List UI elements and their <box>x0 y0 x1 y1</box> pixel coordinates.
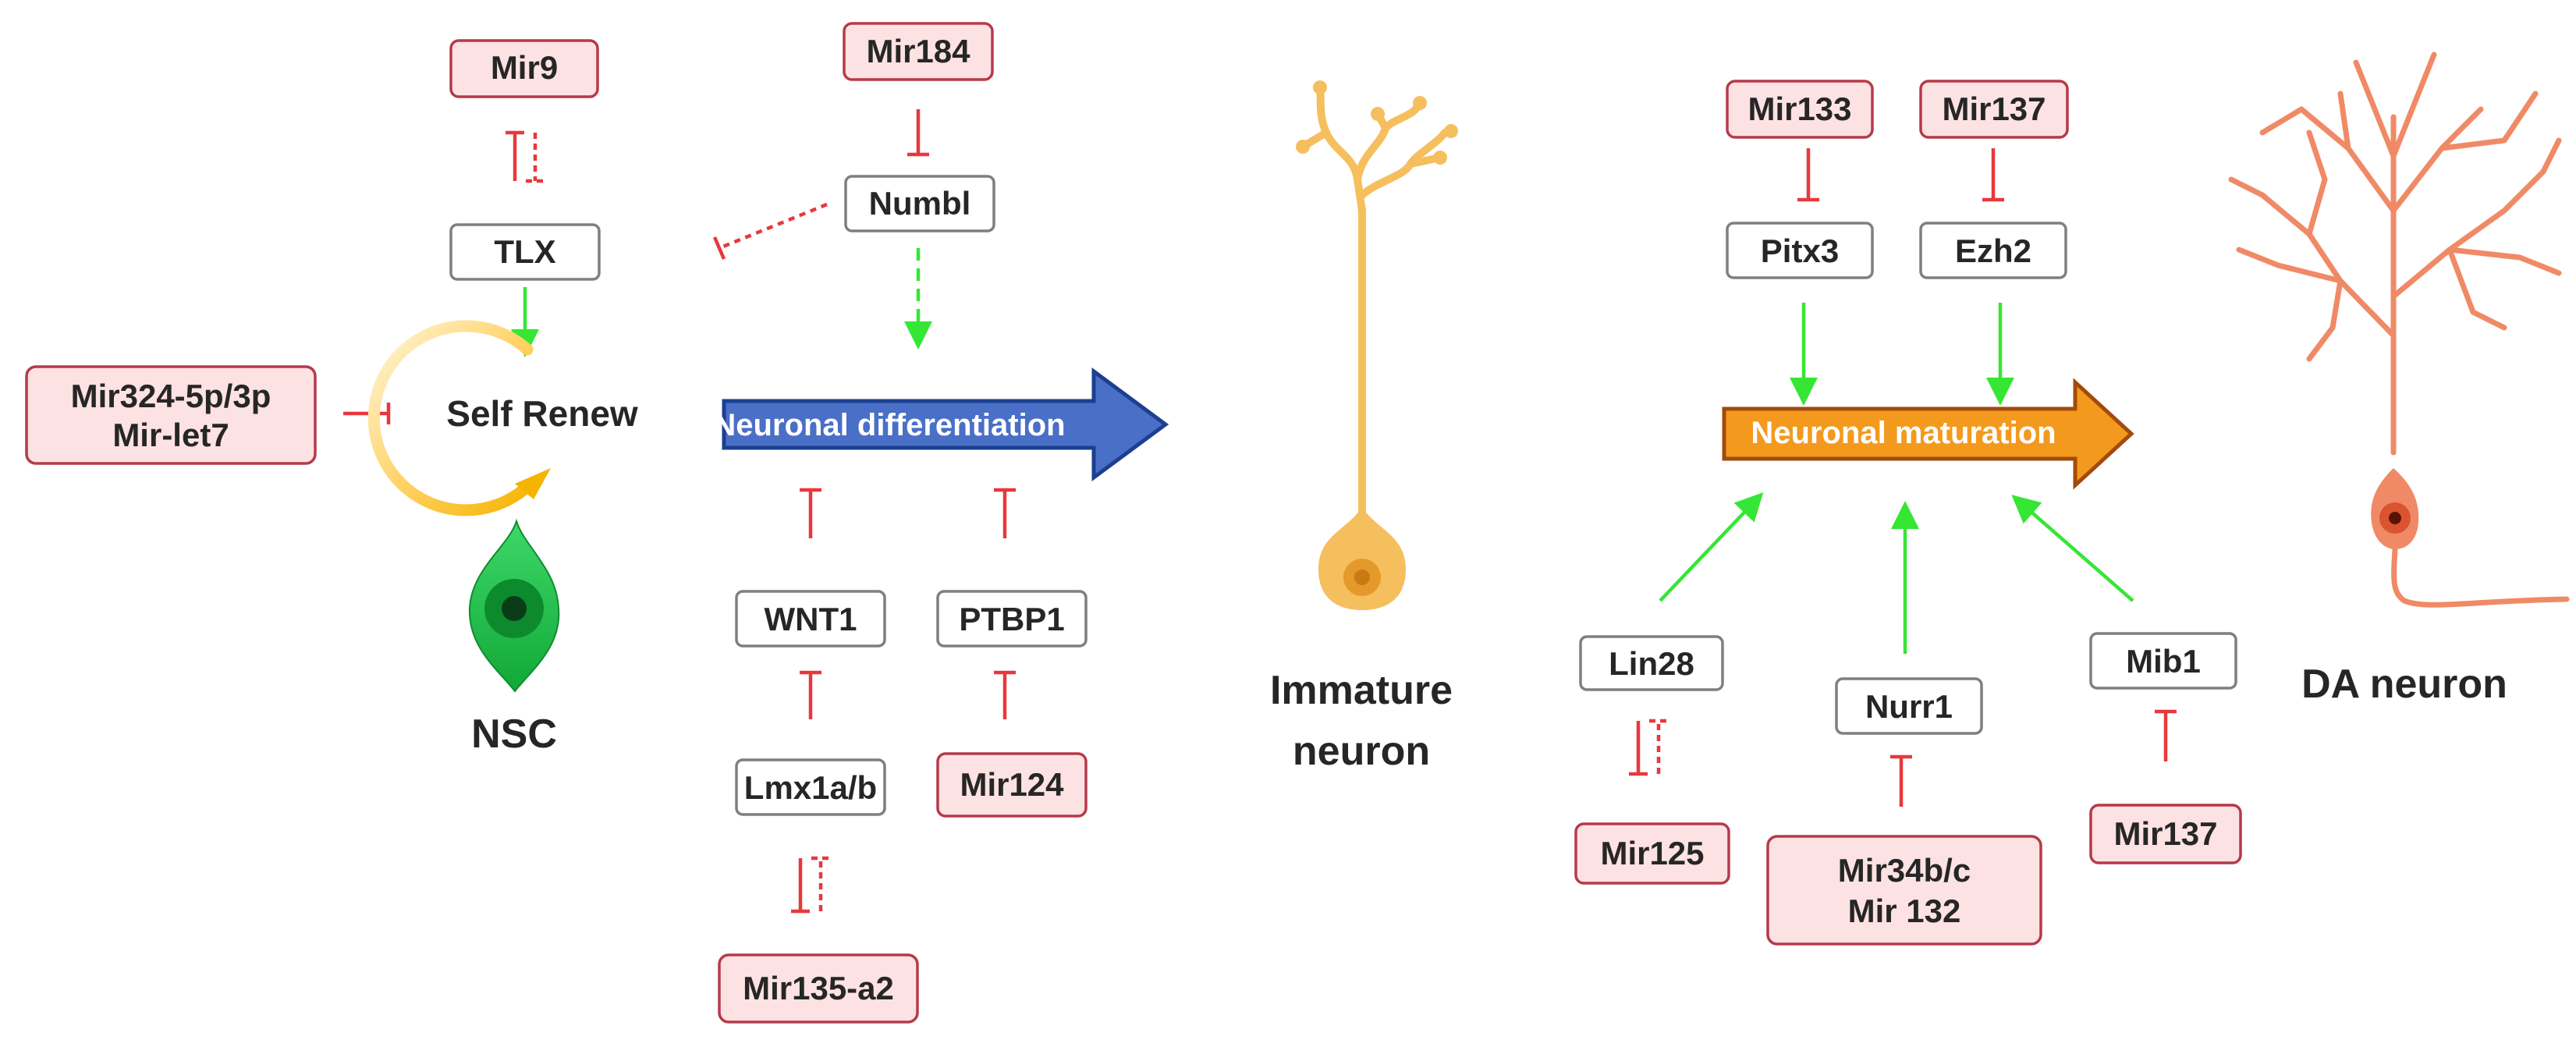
lmx1-box: Lmx1a/b <box>735 758 886 816</box>
mir125-box: Mir125 <box>1574 822 1730 885</box>
self-renew-arrowhead <box>515 468 551 499</box>
immature-neuron-cell: Immature neuron <box>1270 80 1458 774</box>
activation-edges <box>511 248 2134 654</box>
mib1-box: Mib1 <box>2089 632 2237 690</box>
activate-mib1-maturation <box>2011 495 2134 602</box>
nurr1-box: Nurr1 <box>1835 677 1983 735</box>
self-renew-label: Self Renew <box>446 393 638 434</box>
nurr1-label: Nurr1 <box>1865 688 1953 725</box>
inhibit-wnt1-differentiation <box>800 488 821 538</box>
inhibit-mir324-selfrenew <box>343 403 391 424</box>
lin28-box: Lin28 <box>1579 635 1724 691</box>
mir133-label: Mir133 <box>1747 91 1851 127</box>
ezh2-box: Ezh2 <box>1919 222 2067 279</box>
ezh2-label: Ezh2 <box>1955 232 2031 269</box>
mir9-box: Mir9 <box>449 39 599 98</box>
inhibit-ptbp1-differentiation <box>994 488 1016 538</box>
wnt1-label: WNT1 <box>765 601 857 637</box>
mir34-box: Mir34b/c Mir 132 <box>1766 835 2042 946</box>
mir133-box: Mir133 <box>1726 80 1874 139</box>
lin28-label: Lin28 <box>1609 645 1694 682</box>
mir34-label-line2: Mir 132 <box>1848 893 1961 929</box>
immature-neuron-label-line1: Immature <box>1270 668 1453 713</box>
inhibit-mir137-ezh2 <box>1982 148 2004 202</box>
mir124-label: Mir124 <box>960 766 1064 803</box>
inhibit-mir34-nurr1 <box>1890 754 1912 807</box>
inhibit-mir184-numbl <box>907 109 929 157</box>
da-neuron-axon <box>2391 546 2570 608</box>
activate-lin28-maturation <box>1659 492 1764 602</box>
inhibit-mir9-tlx <box>506 130 545 183</box>
mir184-label: Mir184 <box>866 33 970 69</box>
wnt1-box: WNT1 <box>735 590 886 648</box>
inhibit-mir137-mib1 <box>2155 709 2177 761</box>
nsc-cell: NSC <box>468 518 560 757</box>
tlx-label: TLX <box>494 233 555 270</box>
da-neuron-cell: DA neuron <box>2228 51 2570 707</box>
mir137-bottom-box: Mir137 <box>2089 804 2242 864</box>
mir135a2-box: Mir135-a2 <box>718 953 919 1024</box>
mir125-label: Mir125 <box>1600 835 1704 871</box>
inhibit-mir124-ptbp1 <box>994 670 1016 719</box>
ptbp1-box: PTBP1 <box>936 590 1088 648</box>
numbl-box: Numbl <box>844 175 995 232</box>
inhibit-mir133-pitx3 <box>1797 148 1819 202</box>
self-renew-cycle: Self Renew <box>367 320 638 516</box>
mir9-label: Mir9 <box>491 49 558 86</box>
inhibit-numbl-tlx <box>712 202 828 260</box>
inhibition-edges <box>343 109 2177 914</box>
mir124-box: Mir124 <box>936 752 1088 818</box>
mir137-bottom-label: Mir137 <box>2113 815 2217 852</box>
mir137-top-box: Mir137 <box>1919 80 2069 139</box>
mir324-label-line1: Mir324-5p/3p <box>71 378 271 414</box>
nsc-label: NSC <box>471 712 557 757</box>
mib1-label: Mib1 <box>2126 643 2201 680</box>
tlx-box: TLX <box>449 223 601 281</box>
neuronal-differentiation-arrow: Neuronal differentiation <box>713 367 1169 481</box>
immature-neuron-label-line2: neuron <box>1293 729 1430 774</box>
neuronal-maturation-label: Neuronal maturation <box>1751 416 2056 450</box>
inhibit-mir135-lmx1 <box>791 856 830 914</box>
inhibit-lmx1-wnt1 <box>800 670 821 719</box>
ptbp1-label: PTBP1 <box>959 601 1064 637</box>
mir137-top-label: Mir137 <box>1942 91 2046 127</box>
mir34-label-line1: Mir34b/c <box>1838 852 1971 889</box>
neuronal-differentiation-label: Neuronal differentiation <box>713 408 1065 442</box>
pitx3-label: Pitx3 <box>1761 232 1839 269</box>
pitx3-box: Pitx3 <box>1726 222 1874 279</box>
nsc-nucleolus <box>502 596 527 621</box>
neuronal-maturation-arrow: Neuronal maturation <box>1722 378 2134 490</box>
numbl-label: Numbl <box>869 185 971 222</box>
mir135a2-label: Mir135-a2 <box>743 970 894 1006</box>
mir324-label-line2: Mir-let7 <box>112 417 229 453</box>
lmx1-label: Lmx1a/b <box>744 769 877 806</box>
mir184-box: Mir184 <box>843 22 994 81</box>
da-neuron-label: DA neuron <box>2301 662 2507 707</box>
mir324-box: Mir324-5p/3p Mir-let7 <box>25 365 317 465</box>
inhibit-lin28-mir125 <box>1629 719 1668 776</box>
